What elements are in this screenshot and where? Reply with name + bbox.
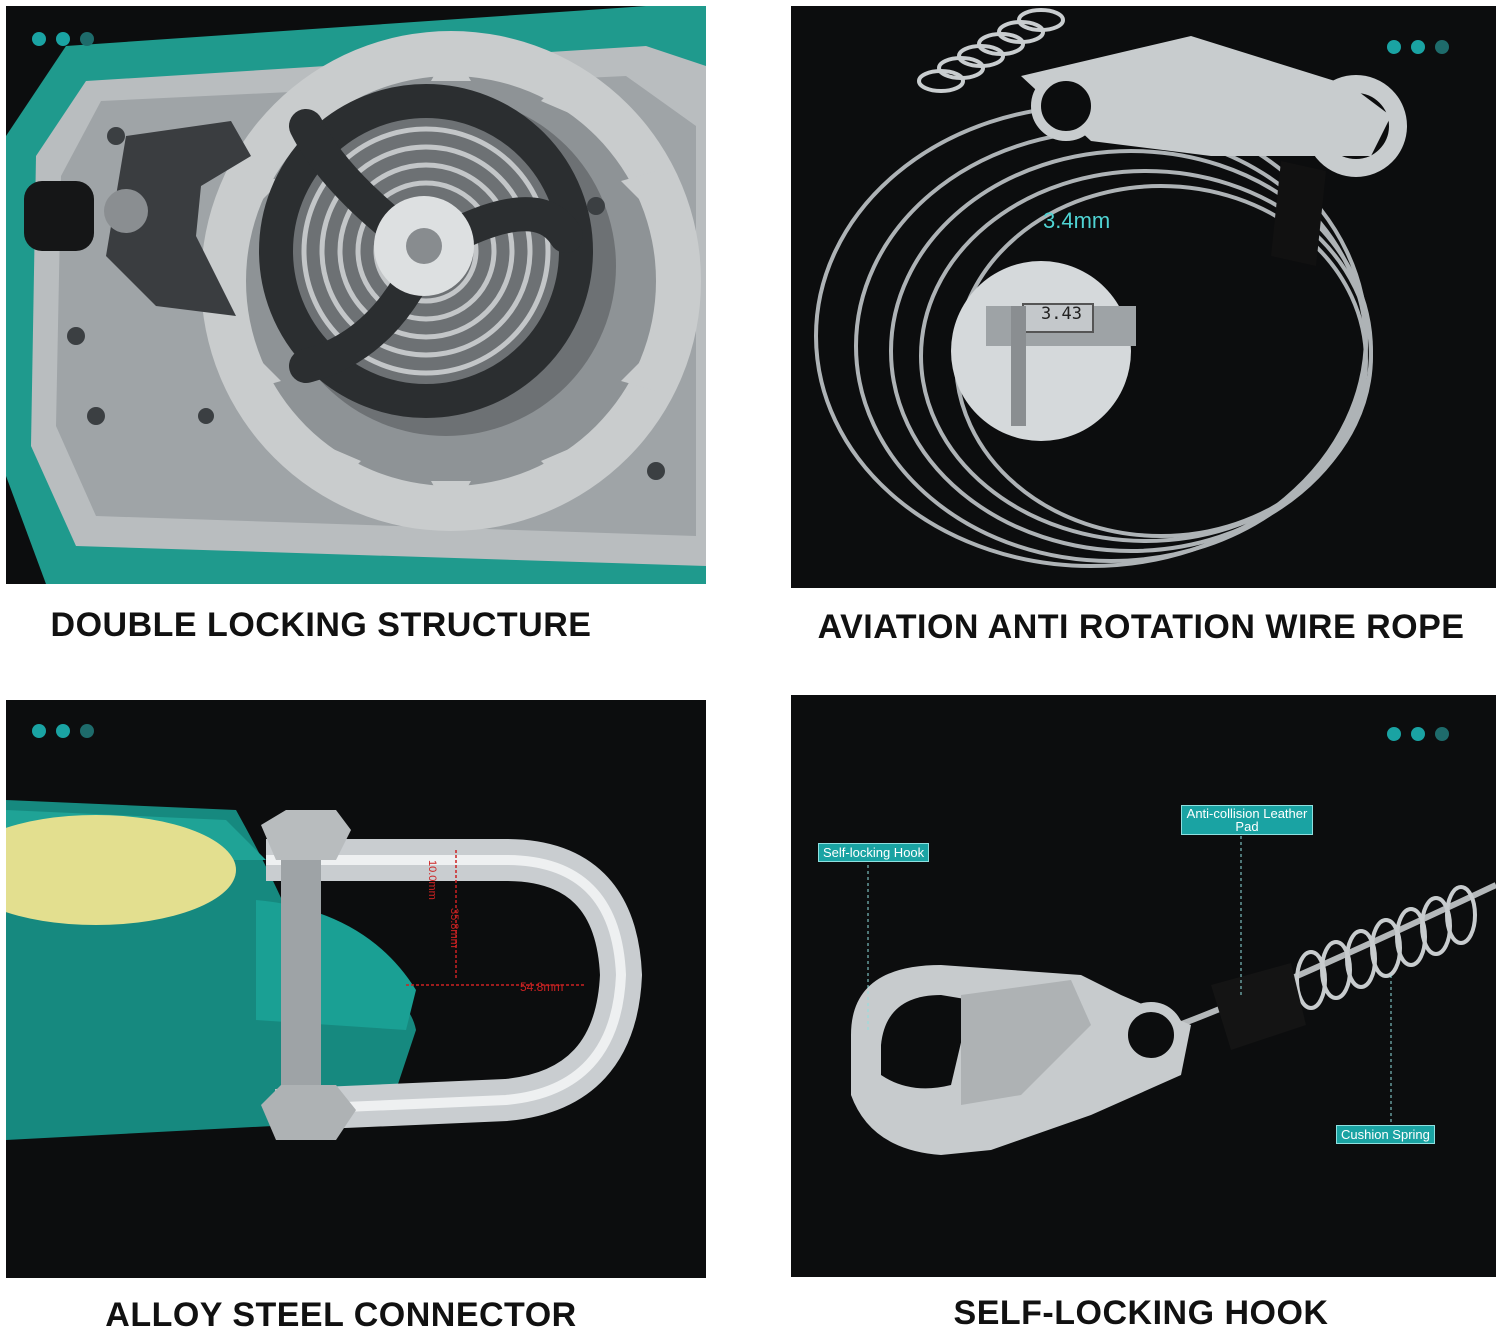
dot-2	[56, 724, 70, 738]
dot-1	[1387, 40, 1401, 54]
label-self-locking-hook: Self-locking Hook	[818, 843, 930, 862]
pagination-dots	[1387, 40, 1449, 54]
dot-2	[56, 32, 70, 46]
dim-label-1: 10.0mm	[426, 860, 438, 900]
dot-3	[80, 724, 94, 738]
hook-image	[791, 695, 1496, 1277]
photo-panel-hook: Self-locking Hook Anti-collision Leather…	[791, 695, 1496, 1277]
dot-2	[1411, 40, 1425, 54]
dot-3	[1435, 727, 1449, 741]
dot-1	[32, 724, 46, 738]
wire-diameter-label: 3.4mm	[1043, 208, 1111, 233]
dot-1	[1387, 727, 1401, 741]
label-leather-pad: Anti-collision Leather Pad	[1181, 805, 1313, 835]
caption-wire-rope: AVIATION ANTI ROTATION WIRE ROPE	[817, 608, 1465, 646]
dot-2	[1411, 727, 1425, 741]
caliper-reading: 3.43	[1041, 304, 1082, 324]
label-cushion-spring: Cushion Spring	[1336, 1125, 1435, 1144]
photo-panel-wire-rope: 3.4mm 3.43	[791, 6, 1496, 588]
dim-label-3: 54.8mm	[520, 980, 564, 994]
pagination-dots	[32, 32, 94, 46]
photo-panel-locking-structure	[6, 6, 706, 584]
photo-panel-connector: 10.0mm 35.8mm 54.8mm	[6, 700, 706, 1278]
dim-label-2: 35.8mm	[448, 908, 460, 948]
caption-connector: ALLOY STEEL CONNECTOR	[105, 1296, 577, 1334]
locking-structure-image	[6, 6, 706, 584]
dot-1	[32, 32, 46, 46]
pagination-dots	[1387, 727, 1449, 741]
caption-hook: SELF-LOCKING HOOK	[953, 1294, 1329, 1332]
connector-image	[6, 700, 706, 1278]
wire-rope-image	[791, 6, 1496, 588]
dot-3	[80, 32, 94, 46]
caption-locking-structure: DOUBLE LOCKING STRUCTURE	[50, 606, 592, 644]
pagination-dots	[32, 724, 94, 738]
dot-3	[1435, 40, 1449, 54]
